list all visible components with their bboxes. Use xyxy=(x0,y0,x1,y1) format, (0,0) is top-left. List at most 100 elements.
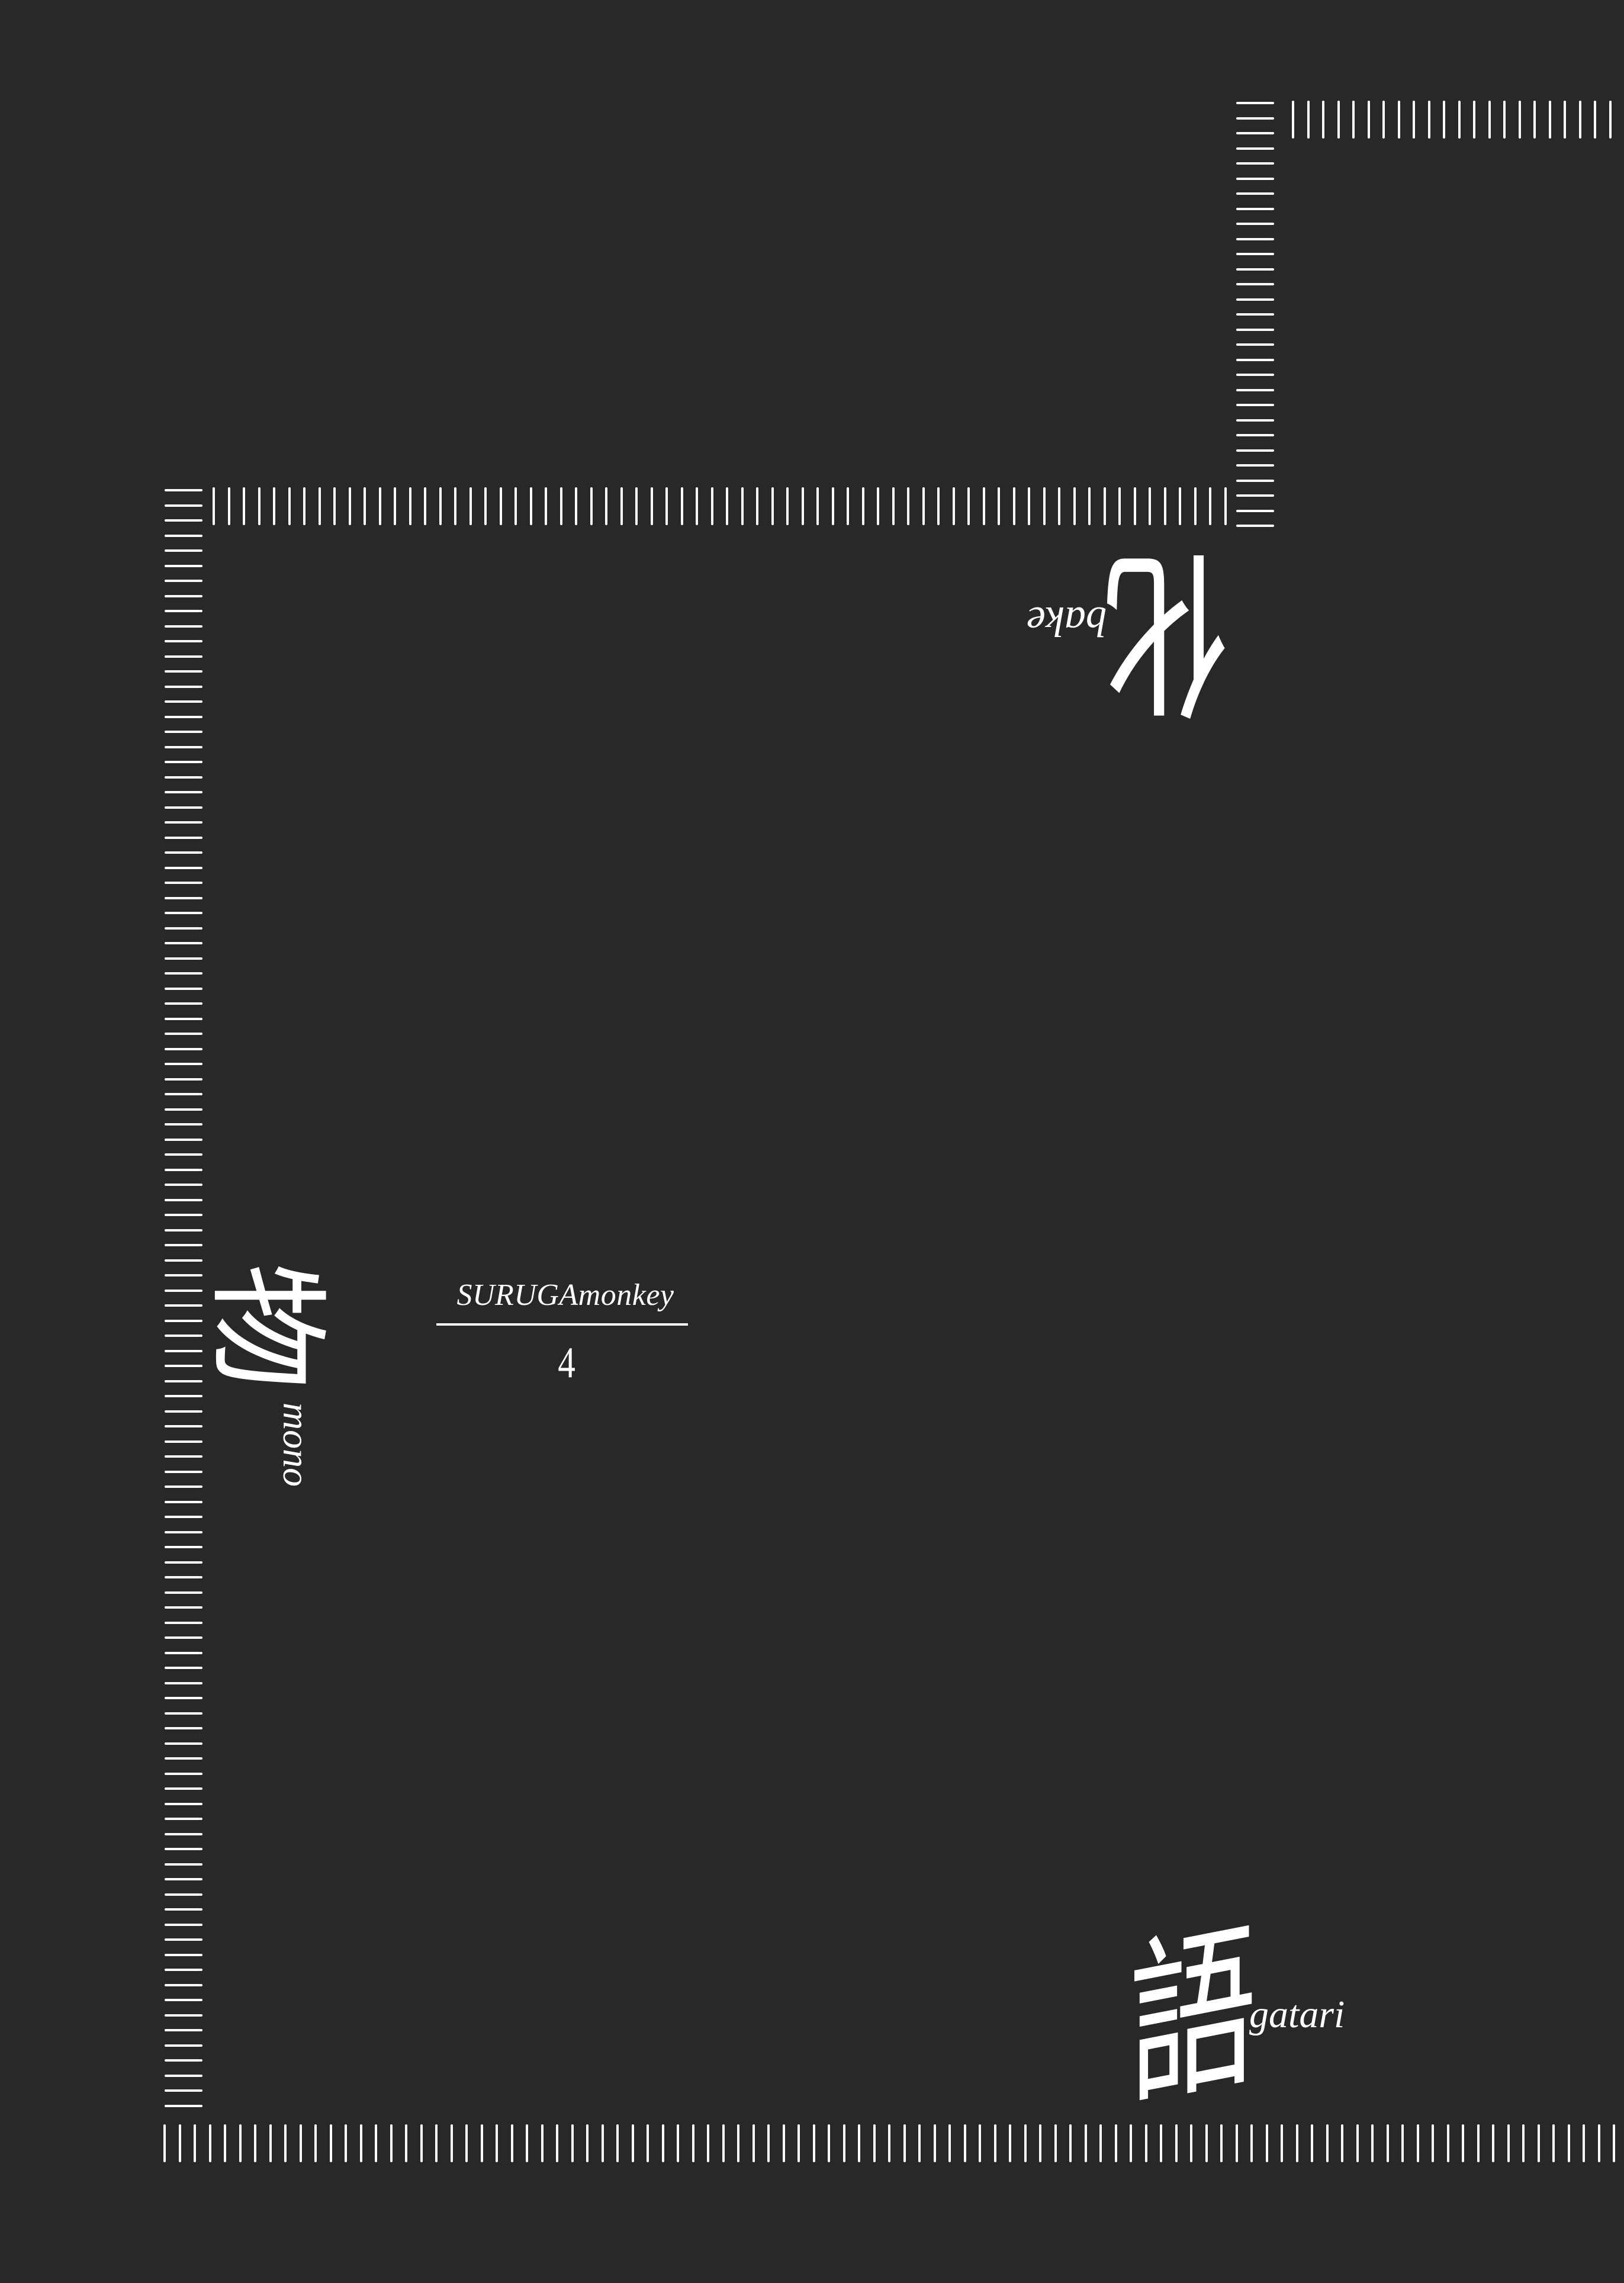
ruler-tick xyxy=(165,1621,202,1624)
ruler-tick xyxy=(165,1893,202,1896)
ruler-tick xyxy=(979,2124,981,2162)
ruler-tick xyxy=(1236,479,1274,482)
ruler-tick xyxy=(165,1093,202,1095)
ruler-tick xyxy=(165,1742,202,1745)
ruler-tick xyxy=(1073,487,1076,525)
ruler-tick xyxy=(1236,313,1274,316)
ruler-tick xyxy=(1236,283,1274,285)
ruler-tick xyxy=(165,1108,202,1111)
ruler-tick xyxy=(480,2124,483,2162)
ruler-tick xyxy=(1133,487,1136,525)
ruler-tick xyxy=(1413,101,1415,139)
ruler-tick xyxy=(165,1938,202,1941)
ruler-tick xyxy=(1236,419,1274,422)
ruler-tick xyxy=(165,489,202,491)
ruler-tick xyxy=(165,806,202,809)
ruler-tick xyxy=(163,2124,166,2162)
ruler-tick xyxy=(165,1848,202,1850)
ruler-tick xyxy=(165,1530,202,1533)
ruler-tick xyxy=(1462,2124,1464,2162)
ruler-tick xyxy=(1039,2124,1041,2162)
ruler-tick xyxy=(1058,487,1060,525)
ruler-tick xyxy=(1118,487,1121,525)
ruler-tick xyxy=(165,2104,202,2107)
ruler-tick xyxy=(165,851,202,854)
ruler-tick xyxy=(1205,2124,1208,2162)
ruler-tick xyxy=(165,1636,202,1639)
ruler-tick xyxy=(254,2124,256,2162)
ruler-tick xyxy=(1149,487,1151,525)
ruler-tick xyxy=(348,487,351,525)
ruler-tick xyxy=(1594,101,1596,139)
ruler-tick xyxy=(1069,2124,1072,2162)
ruler-tick xyxy=(556,2124,558,2162)
ruler-tick xyxy=(982,487,985,525)
ruler-tick xyxy=(1043,487,1046,525)
ruler-tick xyxy=(696,487,698,525)
ruler-tick xyxy=(1311,2124,1313,2162)
ruler-tick xyxy=(1024,2124,1027,2162)
ruler-tick xyxy=(165,1863,202,1866)
ruler-tick xyxy=(165,1923,202,1926)
ruler-tick xyxy=(165,1667,202,1669)
ruler-tick xyxy=(559,487,562,525)
ruler-tick xyxy=(435,2124,438,2162)
subtitle-underline xyxy=(436,1323,688,1326)
ruler-tick xyxy=(165,564,202,567)
ruler-tick xyxy=(165,791,202,793)
ruler-tick xyxy=(937,487,940,525)
ruler-tick xyxy=(288,487,291,525)
ruler-tick xyxy=(165,761,202,763)
ruler-tick xyxy=(1236,449,1274,452)
ruler-tick xyxy=(165,640,202,642)
ruler-tick xyxy=(786,487,789,525)
ruler-tick xyxy=(165,1651,202,1654)
ruler-tick xyxy=(1322,101,1324,139)
ruler-tick xyxy=(165,1304,202,1307)
ruler-tick xyxy=(165,700,202,703)
ruler-tick xyxy=(378,487,381,525)
ruler-tick xyxy=(165,1802,202,1805)
ruler-tick xyxy=(165,1153,202,1156)
ruler-tick xyxy=(1236,404,1274,406)
ruler-tick xyxy=(601,2124,604,2162)
ruler-tick xyxy=(1401,2124,1404,2162)
ruler-tick xyxy=(1236,434,1274,436)
ruler-tick xyxy=(1190,2124,1192,2162)
ruler-tick xyxy=(165,866,202,869)
ruler-tick xyxy=(165,549,202,552)
ruler-tick xyxy=(1250,2124,1253,2162)
ruler-tick xyxy=(165,776,202,779)
ruler-tick xyxy=(1326,2124,1329,2162)
ruler-tick xyxy=(165,1832,202,1835)
ruler-tick xyxy=(1356,2124,1359,2162)
ruler-tick xyxy=(752,2124,755,2162)
ruler-tick xyxy=(178,2124,181,2162)
ruler-tick xyxy=(1492,2124,1494,2162)
ruler-tick xyxy=(616,2124,619,2162)
ruler-tick xyxy=(165,1017,202,1020)
ruler-tick xyxy=(1548,101,1551,139)
ruler-tick xyxy=(1220,2124,1223,2162)
ruler-tick xyxy=(165,2044,202,2047)
ruler-tick xyxy=(1522,2124,1525,2162)
ruler-tick xyxy=(1130,2124,1132,2162)
ruler-tick xyxy=(165,1772,202,1775)
ruler-tick xyxy=(1009,2124,1011,2162)
ruler-tick xyxy=(858,2124,860,2162)
ruler-tick xyxy=(907,487,909,525)
ruler-tick xyxy=(299,2124,302,2162)
ruler-tick xyxy=(722,2124,725,2162)
ruler-tick xyxy=(165,534,202,537)
ruler-tick xyxy=(677,2124,679,2162)
ruler-tick xyxy=(165,1319,202,1322)
ruler-tick xyxy=(1209,487,1211,525)
ruler-tick xyxy=(1236,177,1274,180)
ruler-tick xyxy=(1597,2124,1600,2162)
ruler-tick xyxy=(1084,2124,1087,2162)
ruler-tick xyxy=(359,2124,362,2162)
ruler-tick xyxy=(1507,2124,1510,2162)
ruler-tick xyxy=(165,1123,202,1126)
ruler-tick xyxy=(1371,2124,1374,2162)
ruler-tick xyxy=(227,487,230,525)
